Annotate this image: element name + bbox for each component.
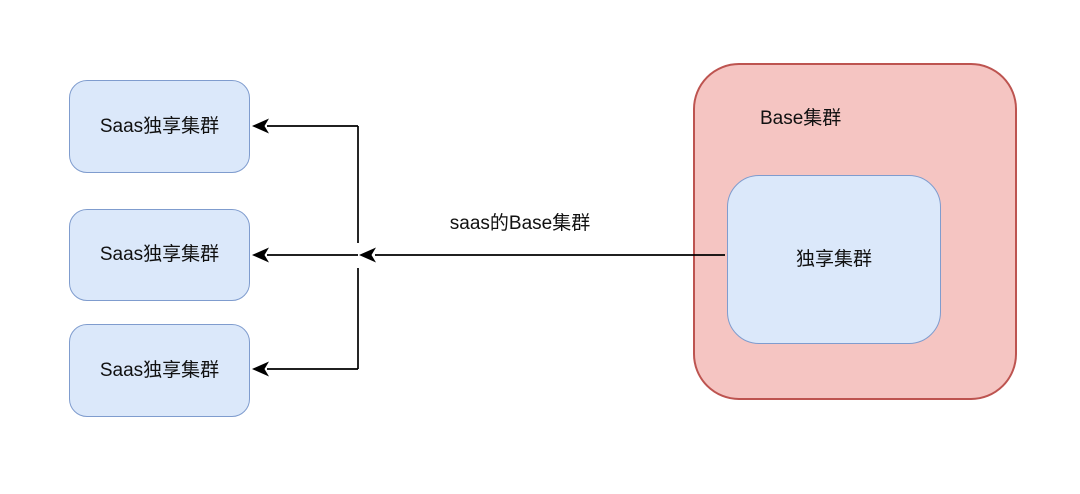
arrowhead-junction-icon [359,247,376,263]
arrowhead-saas3-icon [252,361,269,377]
saas-cluster-node-1: Saas独享集群 [69,80,250,173]
arrowhead-saas1-icon [252,118,269,134]
connector-label: saas的Base集群 [449,213,591,234]
exclusive-cluster-label: 独享集群 [795,248,872,270]
base-cluster-label: Base集群 [760,108,842,129]
saas-cluster-label-2: Saas独享集群 [99,244,220,265]
arrowhead-saas2-icon [252,247,269,263]
base-cluster-node: Base集群 独享集群 [693,63,1017,400]
saas-cluster-node-2: Saas独享集群 [69,209,250,301]
saas-cluster-label-1: Saas独享集群 [99,115,220,137]
exclusive-cluster-node: 独享集群 [727,175,941,344]
saas-cluster-label-3: Saas独享集群 [99,359,220,381]
saas-cluster-node-3: Saas独享集群 [69,324,250,417]
